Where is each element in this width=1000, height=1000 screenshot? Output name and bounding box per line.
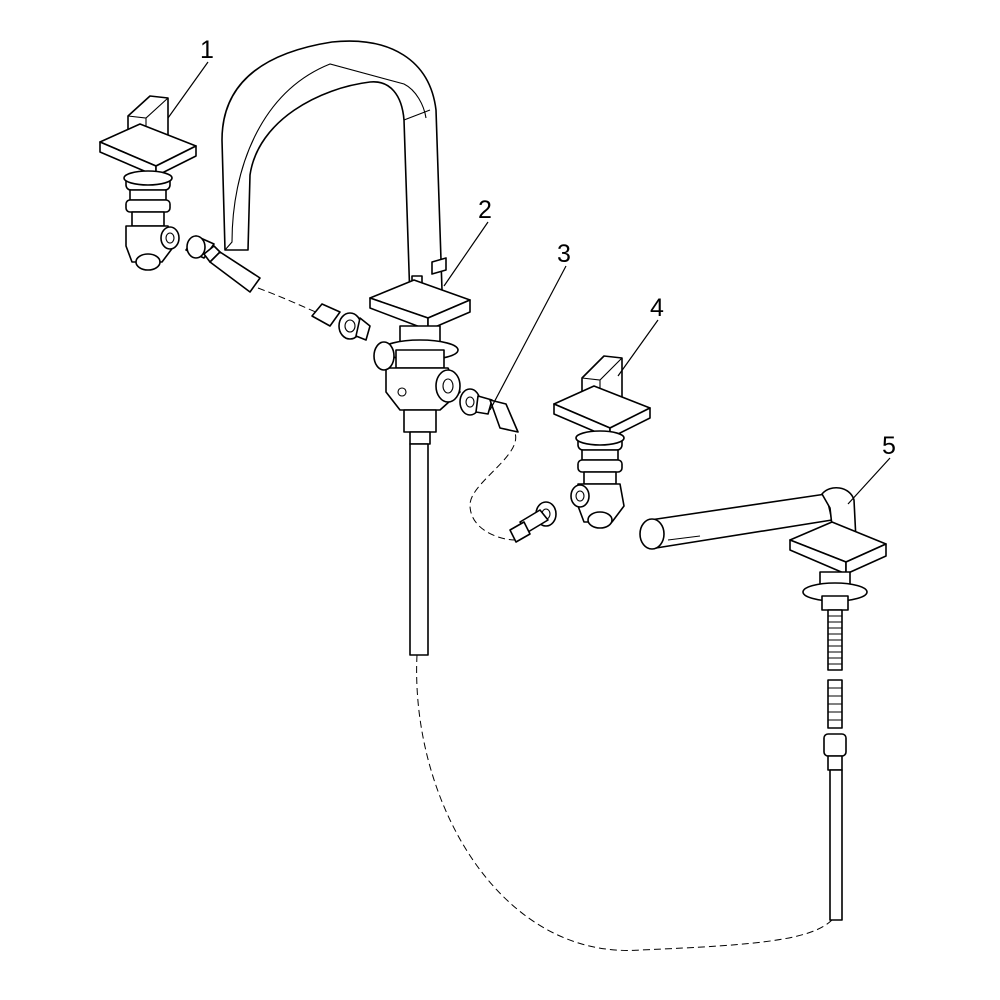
callout-3: 3 — [557, 240, 571, 268]
hose-routes — [257, 287, 837, 951]
lever-handle-icon — [99, 95, 197, 177]
gooseneck-spout-icon — [221, 40, 471, 656]
hand-shower-icon — [639, 487, 887, 921]
callout-1: 1 — [200, 36, 214, 64]
left-hose-connector — [185, 235, 261, 293]
right-lower-connector — [509, 501, 557, 543]
leader-lines — [167, 61, 891, 505]
callout-5: 5 — [882, 432, 896, 460]
left-valve-assembly — [99, 95, 197, 271]
lever-handle-icon — [553, 355, 651, 439]
callout-2: 2 — [478, 196, 492, 224]
spout-left-connector — [311, 303, 371, 341]
right-hose-connector — [459, 388, 519, 433]
right-valve-assembly — [553, 355, 651, 529]
callout-4: 4 — [650, 294, 664, 322]
